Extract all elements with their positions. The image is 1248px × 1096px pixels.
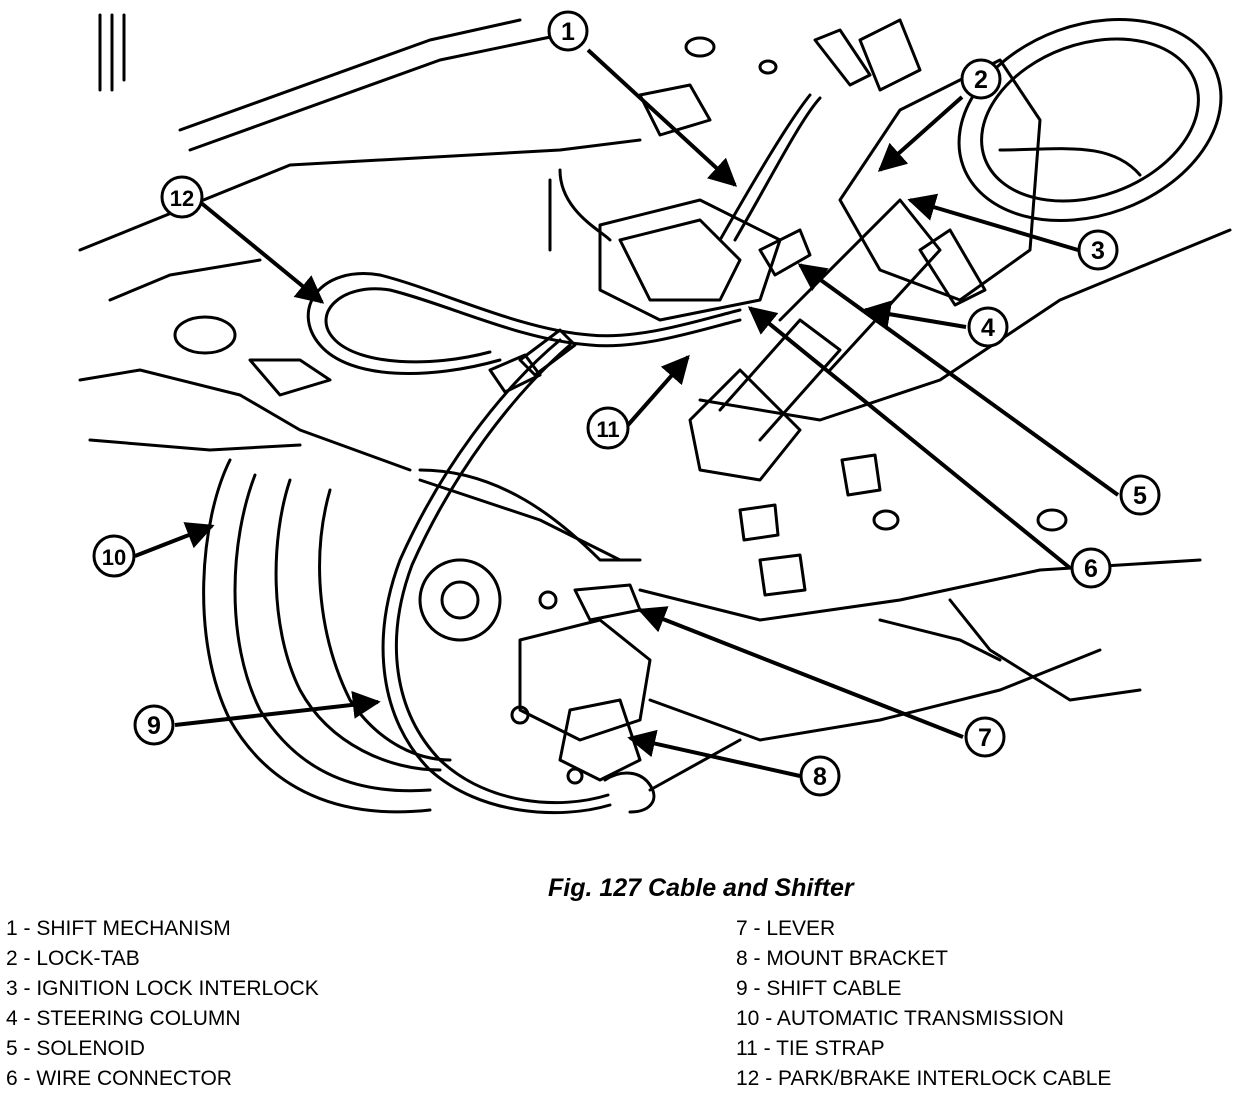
shift-mechanism-illustration xyxy=(548,18,922,322)
callout-10-label: 10 xyxy=(102,545,126,570)
callout-2: 2 xyxy=(960,58,1002,100)
legend-right-column: 7 - LEVER 8 - MOUNT BRACKET 9 - SHIFT CA… xyxy=(736,914,1111,1094)
callout-8: 8 xyxy=(799,755,841,797)
figure-caption: Fig. 127 Cable and Shifter xyxy=(548,874,854,902)
leader-arrow-8 xyxy=(627,729,801,778)
legend-item: 9 - SHIFT CABLE xyxy=(736,977,902,1000)
legend-item: 12 - PARK/BRAKE INTERLOCK CABLE xyxy=(736,1067,1112,1090)
callout-6: 6 xyxy=(1070,547,1112,589)
interlock-cable-illustration xyxy=(306,272,742,375)
leader-arrow-6 xyxy=(747,306,1072,570)
leader-arrow-4 xyxy=(862,300,967,329)
callout-12-label: 12 xyxy=(170,186,194,211)
leader-arrow-1 xyxy=(586,48,738,187)
callout-9-label: 9 xyxy=(147,712,161,740)
leader-arrow-7 xyxy=(637,606,964,739)
legend-left-column: 1 - SHIFT MECHANISM 2 - LOCK-TAB 3 - IGN… xyxy=(6,914,319,1094)
callout-11-label: 11 xyxy=(596,417,619,442)
callout-10: 10 xyxy=(92,534,136,578)
legend-item: 11 - TIE STRAP xyxy=(736,1037,885,1060)
callout-4-label: 4 xyxy=(981,314,995,342)
callout-1: 1 xyxy=(547,10,589,52)
cable-shifter-diagram: 1 2 3 4 5 6 7 8 9 10 11 12 xyxy=(78,10,1232,815)
leader-arrow-5 xyxy=(797,263,1120,497)
callout-5-label: 5 xyxy=(1133,482,1147,510)
callout-1-label: 1 xyxy=(561,18,575,46)
callout-4: 4 xyxy=(967,306,1009,348)
legend-item: 2 - LOCK-TAB xyxy=(6,947,140,970)
shift-cable-illustration xyxy=(381,328,612,815)
leader-arrow-3 xyxy=(907,193,1079,252)
legend-item: 3 - IGNITION LOCK INTERLOCK xyxy=(6,977,319,1000)
callout-7: 7 xyxy=(964,716,1006,758)
legend-item: 4 - STEERING COLUMN xyxy=(6,1007,241,1030)
leader-arrow-11 xyxy=(626,354,690,427)
callout-6-label: 6 xyxy=(1084,555,1098,583)
legend-item: 7 - LEVER xyxy=(736,917,836,940)
leader-arrow-2 xyxy=(877,95,964,172)
callout-3: 3 xyxy=(1077,229,1119,271)
legend-item: 1 - SHIFT MECHANISM xyxy=(6,917,231,940)
leader-arrow-10 xyxy=(134,522,215,558)
callout-12: 12 xyxy=(160,175,204,219)
legend-item: 8 - MOUNT BRACKET xyxy=(736,947,948,970)
callout-11: 11 xyxy=(586,406,630,450)
floor-pan-outline xyxy=(78,13,1232,742)
callout-5: 5 xyxy=(1119,474,1161,516)
callout-7-label: 7 xyxy=(978,724,992,752)
callout-9: 9 xyxy=(133,704,175,746)
legend-item: 6 - WIRE CONNECTOR xyxy=(6,1067,232,1090)
lever-bracket-illustration xyxy=(510,583,742,814)
callout-2-label: 2 xyxy=(974,66,988,94)
legend-item: 5 - SOLENOID xyxy=(6,1037,145,1060)
leader-arrow-9 xyxy=(174,690,381,727)
legend-item: 10 - AUTOMATIC TRANSMISSION xyxy=(736,1007,1064,1030)
callout-3-label: 3 xyxy=(1091,237,1105,265)
leader-arrow-12 xyxy=(198,200,325,304)
callout-8-label: 8 xyxy=(813,763,827,791)
